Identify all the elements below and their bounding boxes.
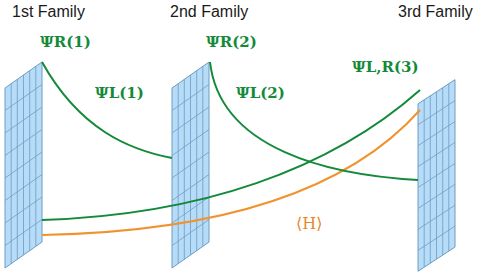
family-heading: 2nd Family [170,3,248,21]
field-label: ΨR(1) [40,33,91,51]
brane-plane [418,80,455,272]
field-label: ΨL(2) [236,84,285,102]
family-heading: 3rd Family [398,3,473,21]
field-label: ΨR(2) [206,33,257,51]
fermion-profile [42,62,172,158]
field-label: ⟨H⟩ [296,214,322,233]
fermion-profile [210,62,418,180]
brane-plane [172,62,209,268]
family-heading-box: 1st Family [12,3,85,21]
family-heading: 1st Family [12,3,85,21]
family-heading-box: 3rd Family [398,3,473,21]
brane-plane [5,62,42,268]
family-heading-box: 2nd Family [170,3,248,21]
field-label: ΨL,R(3) [352,58,419,76]
field-label: ΨL(1) [95,84,144,102]
fermion-profile [42,90,420,220]
